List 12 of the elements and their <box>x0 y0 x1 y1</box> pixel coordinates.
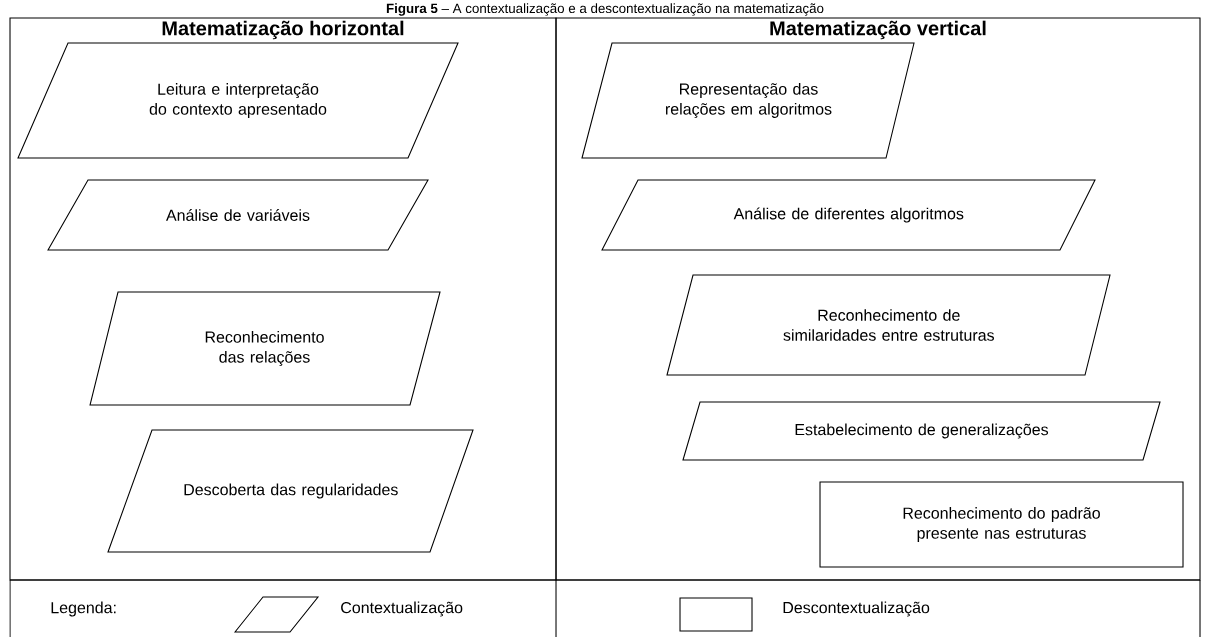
parallelogram-box: Reconhecimento de similaridades entre estruturas <box>666 274 1111 376</box>
parallelogram-box: Estabelecimento de generalizações <box>682 401 1161 461</box>
figure-title: Figura 5 – A contextualização e a descontextualização na matematização <box>386 3 824 16</box>
parallelogram-box: Leitura e interpretação do contexto apresentado <box>17 42 459 159</box>
parallelogram-box: Descoberta das regularidades <box>107 429 474 553</box>
parallelogram-box: Reconhecimento das relações <box>89 291 441 406</box>
legend-item: Descontextualização <box>679 597 930 632</box>
parallelogram-box: Análise de diferentes algoritmos <box>601 179 1096 251</box>
legend-heading: Legenda: <box>51 601 116 617</box>
rectangle-box: Reconhecimento do padrão presente nas estruturas <box>819 481 1184 568</box>
parallelogram-box: Análise de variáveis <box>47 179 429 251</box>
parallelogram-box: Representação das relações em algoritmos <box>581 42 915 159</box>
